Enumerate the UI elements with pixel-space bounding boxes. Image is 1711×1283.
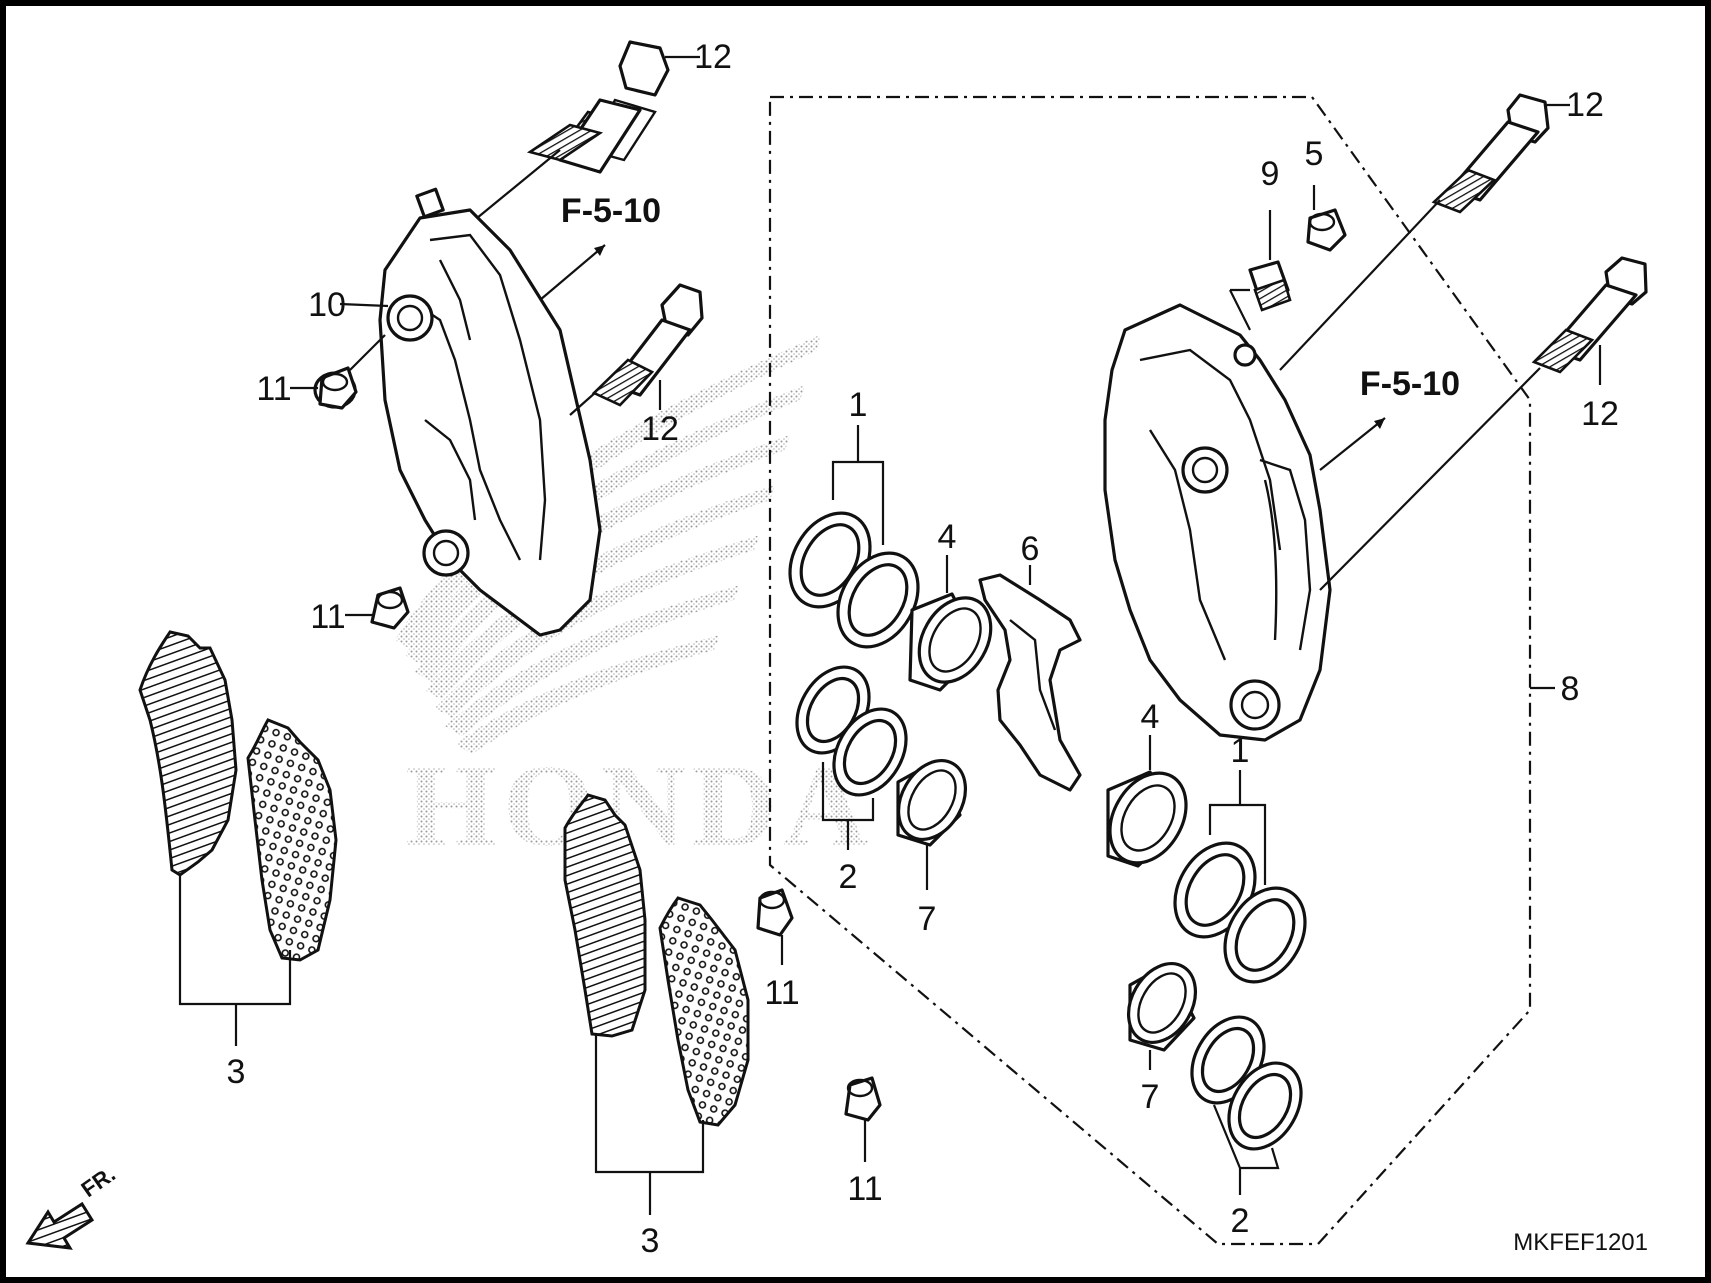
callout-bolt-left-side: 12 xyxy=(641,410,679,448)
callout-bleeder-cap: 5 xyxy=(1305,135,1324,173)
bleeder-screw xyxy=(1248,260,1292,312)
callout-bleeder-screw: 9 xyxy=(1261,155,1280,193)
bush-left-lower xyxy=(370,586,410,630)
seals-top-left xyxy=(788,511,920,649)
seals-top-right xyxy=(1173,841,1307,984)
callout-pads-middle: 3 xyxy=(641,1222,660,1260)
callout-pad-spring: 6 xyxy=(1021,530,1040,568)
piston-bottom-left xyxy=(896,759,968,847)
callout-bolt-left-top: 12 xyxy=(694,38,732,76)
callout-seals-bottom-left: 2 xyxy=(839,858,858,896)
piston-bottom-right xyxy=(1126,962,1198,1052)
callout-bush-left-lower: 11 xyxy=(310,598,345,636)
caliper-right xyxy=(1103,303,1332,742)
bush-mid-lower xyxy=(844,1076,882,1122)
callout-piston-bottom-left: 7 xyxy=(918,900,937,938)
brake-pads-left xyxy=(138,630,338,962)
piston-top-left xyxy=(908,592,993,692)
callout-pads-left: 3 xyxy=(227,1053,246,1091)
caliper-assembly-outline xyxy=(768,95,1532,1246)
callout-piston-top-left: 4 xyxy=(938,518,957,556)
callout-bolt-right-top: 12 xyxy=(1566,86,1604,124)
caliper-left xyxy=(378,187,602,637)
watermark-brand-text: HONDA xyxy=(405,740,874,871)
diagram-code: MKFEF1201 xyxy=(1513,1229,1648,1256)
bolt-left-top xyxy=(526,40,670,174)
callout-bush-mid-lower: 11 xyxy=(847,1170,882,1208)
bolt-left-side xyxy=(591,283,704,407)
front-direction-indicator: FR. xyxy=(25,1161,120,1250)
reference-label-left: F-5-10 xyxy=(561,192,661,230)
callout-caliper-left: 10 xyxy=(308,286,346,324)
brake-pads-middle xyxy=(563,793,750,1127)
honda-watermark: HONDA xyxy=(395,335,874,871)
callout-bush-left-upper: 11 xyxy=(256,370,291,408)
bush-left-upper xyxy=(313,366,358,410)
pad-spring xyxy=(978,573,1082,792)
reference-label-right: F-5-10 xyxy=(1360,365,1460,403)
callout-bush-mid-upper: 11 xyxy=(764,974,799,1012)
bolt-right-top xyxy=(1431,93,1550,214)
bleeder-cap xyxy=(1306,208,1347,252)
front-indicator-label: FR. xyxy=(77,1161,120,1202)
seals-bottom-right xyxy=(1190,1015,1303,1151)
callout-piston-bottom-right: 7 xyxy=(1141,1078,1160,1116)
callout-seals-top-right: 1 xyxy=(1231,732,1250,770)
callout-caliper-assembly: 8 xyxy=(1561,670,1580,708)
callout-piston-top-right: 4 xyxy=(1141,698,1160,736)
callout-bolt-right-side: 12 xyxy=(1581,395,1619,433)
piston-top-right xyxy=(1106,770,1188,868)
callout-seals-bottom-right: 2 xyxy=(1231,1202,1250,1240)
bolt-right-side xyxy=(1531,256,1648,374)
seals-bottom-left xyxy=(795,665,908,797)
callout-seals-top-left: 1 xyxy=(849,386,868,424)
bush-mid-upper xyxy=(756,888,794,937)
